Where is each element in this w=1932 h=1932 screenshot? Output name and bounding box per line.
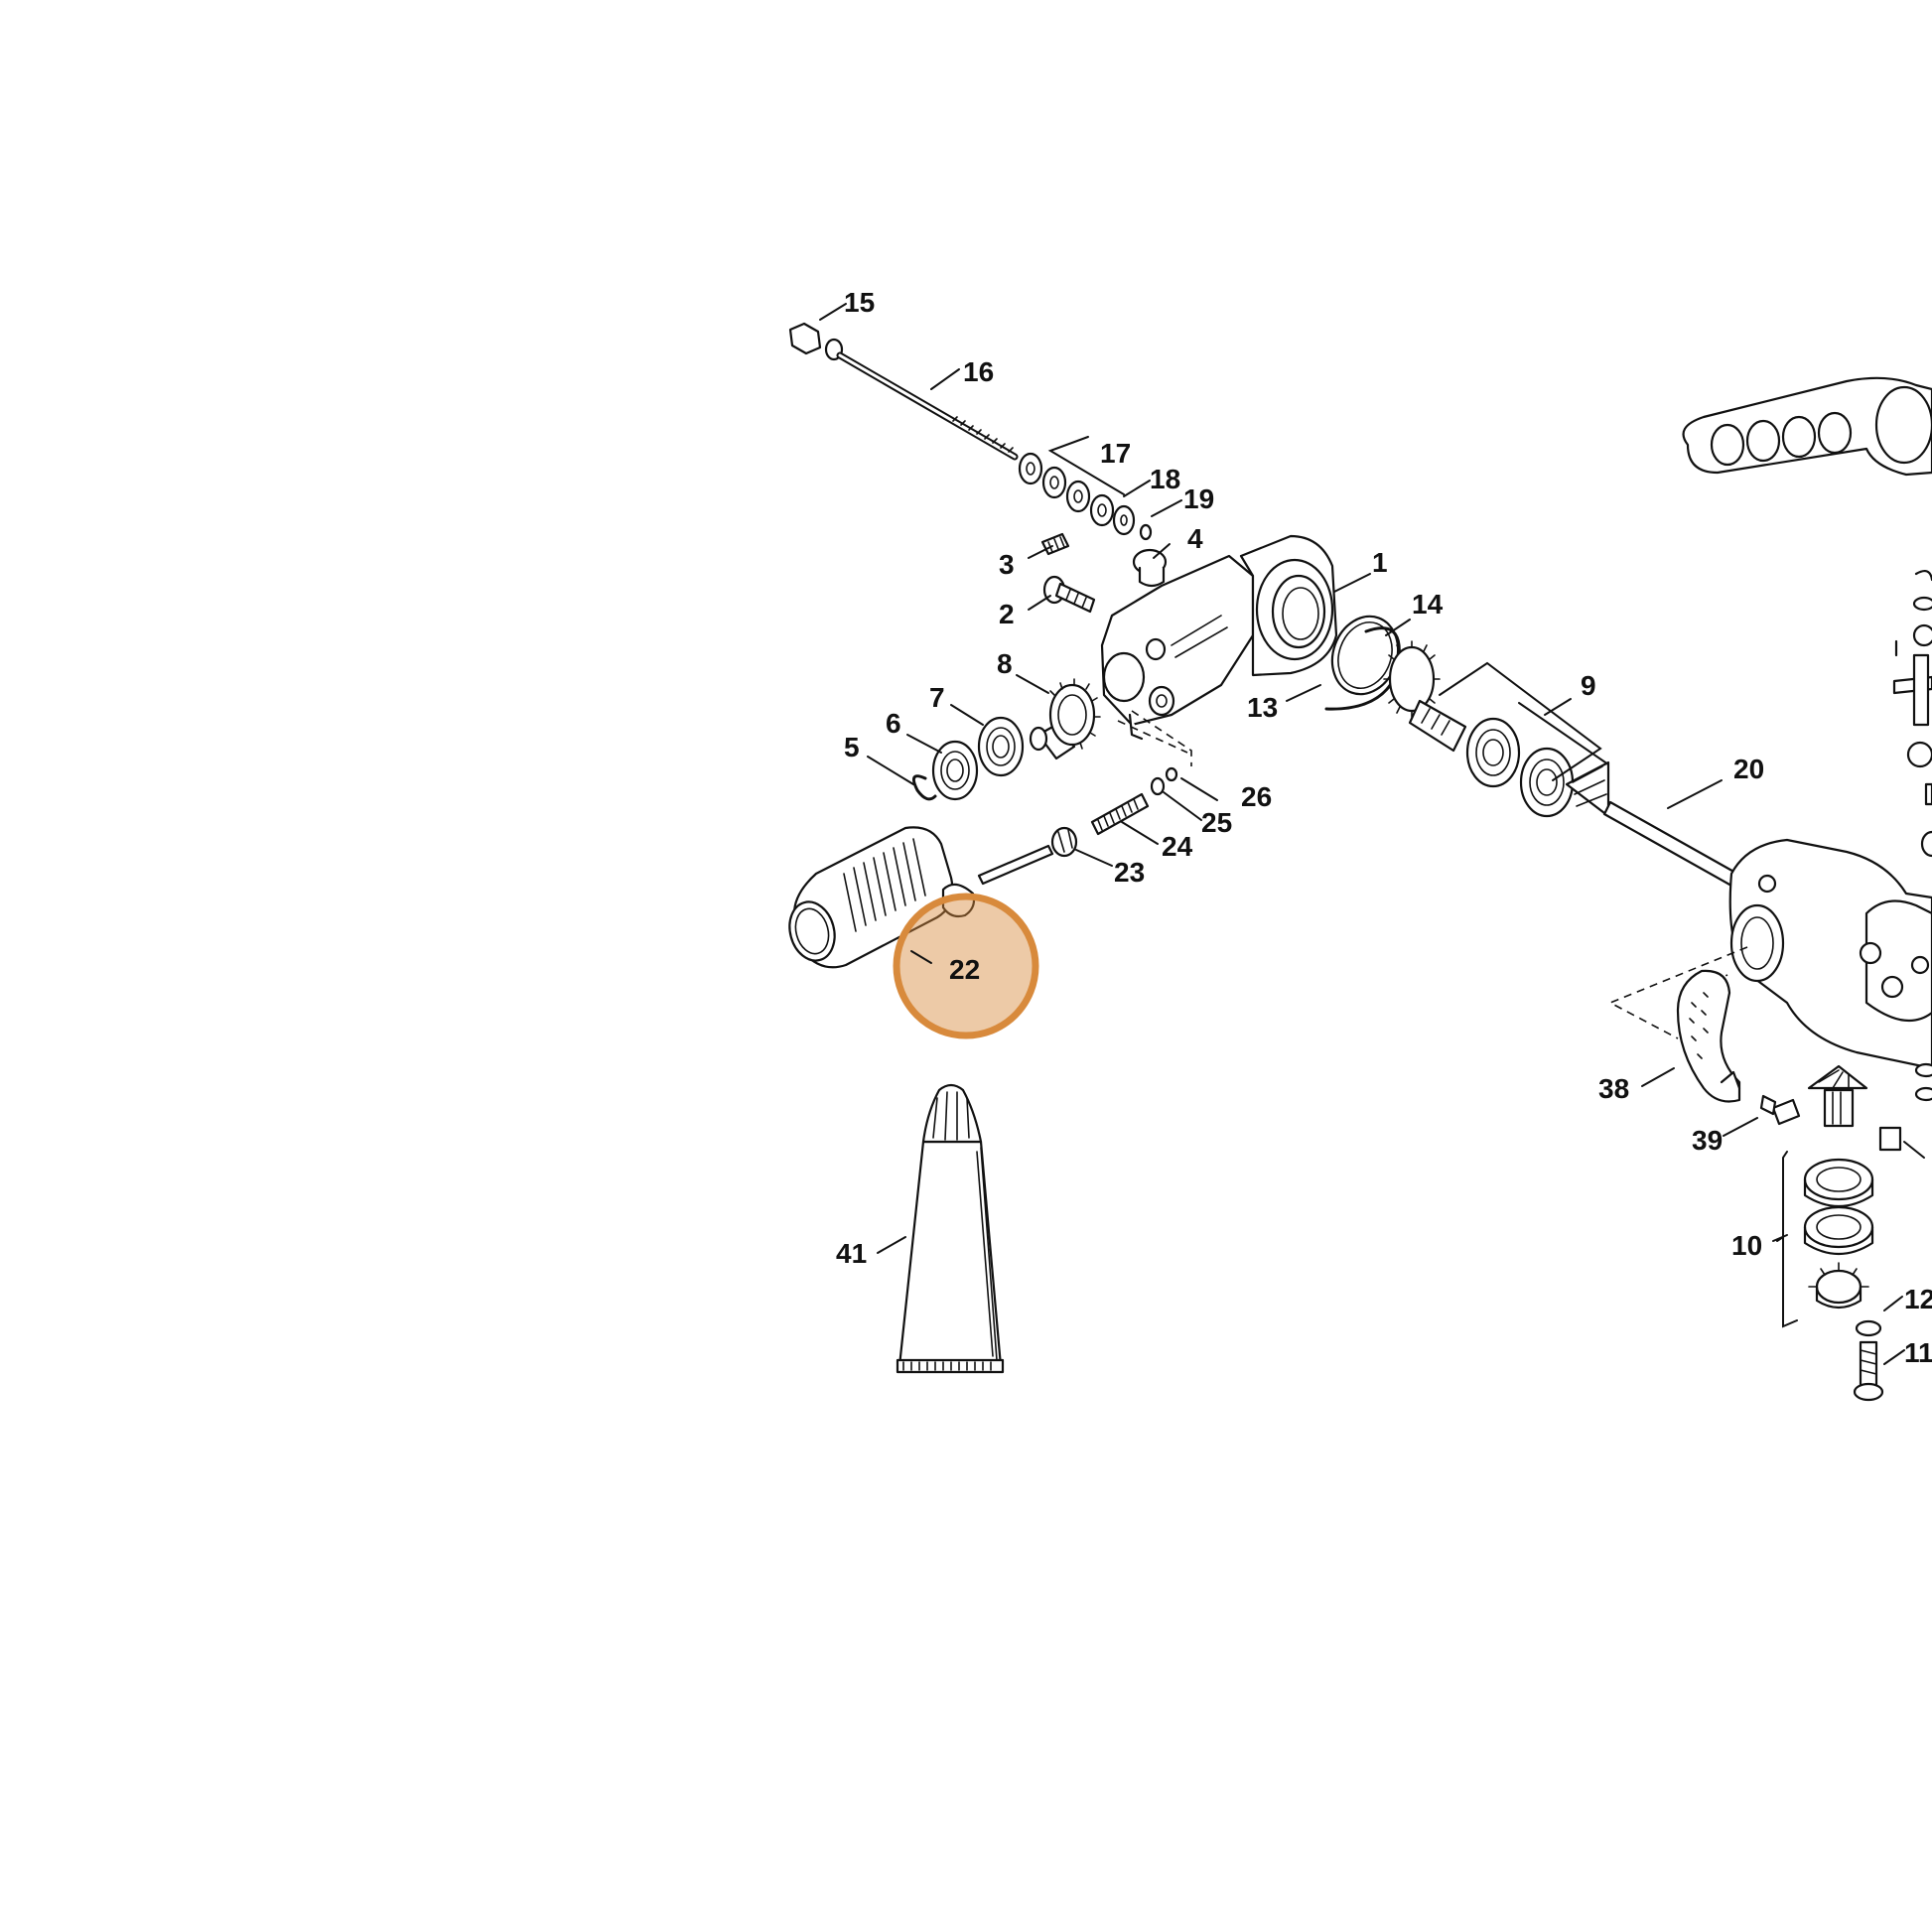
callout-19[interactable]: 19 [1183,483,1214,514]
callout-22[interactable]: 22 [949,954,980,985]
part-11-screw[interactable] [1853,1340,1884,1402]
callout-25[interactable]: 25 [1201,807,1232,838]
part-26-ring[interactable] [1165,766,1178,782]
callout-38[interactable]: 38 [1598,1073,1629,1104]
part-38-cover[interactable] [1676,969,1741,1103]
part-19-ring[interactable] [1139,523,1153,541]
part-10-bearing-a[interactable] [1803,1158,1874,1207]
callout-labels: 15 16 17 18 19 3 2 4 1 14 13 8 7 6 5 9 2… [836,287,1932,1368]
leader-lines [819,303,1925,1365]
part-lower-housing[interactable] [1728,838,1932,1070]
callout-8[interactable]: 8 [997,648,1013,679]
callout-14[interactable]: 14 [1412,589,1444,620]
callout-41[interactable]: 41 [836,1238,867,1269]
part-12-washer[interactable] [1855,1319,1882,1337]
callout-26[interactable]: 26 [1241,781,1272,812]
callout-13[interactable]: 13 [1247,692,1278,723]
callout-7[interactable]: 7 [929,682,945,713]
part-16-rod[interactable] [836,351,1019,461]
part-22-sleeve[interactable] [783,826,976,969]
part-4-plug[interactable] [1132,548,1168,588]
part-14-bevel-gear[interactable] [1383,640,1467,753]
part-2-screw[interactable] [1042,575,1096,614]
part-17-washers[interactable] [1018,452,1115,527]
assembly-line [1117,710,1192,766]
part-41-grease-tube[interactable] [896,1083,1005,1374]
part-handle-lever[interactable] [1682,376,1932,477]
part-right-rings[interactable] [1914,1062,1932,1102]
part-15-nut[interactable] [788,322,844,361]
callout-20[interactable]: 20 [1733,754,1764,784]
part-right-small-parts[interactable] [1892,570,1932,858]
callout-16[interactable]: 16 [963,356,994,387]
part-lower-bevel-gear[interactable] [1807,1064,1868,1128]
callout-10[interactable]: 10 [1731,1230,1762,1261]
callout-2[interactable]: 2 [999,599,1015,629]
part-5-circlip[interactable] [911,774,937,801]
part-8-pinion[interactable] [1029,678,1101,760]
callout-3[interactable]: 3 [999,549,1015,580]
callout-39[interactable]: 39 [1692,1125,1723,1156]
part-23-pin[interactable] [977,826,1078,886]
part-sprocket[interactable] [1808,1262,1869,1310]
part-20-shaft[interactable] [1602,800,1741,889]
part-3-screw[interactable] [1040,532,1070,556]
callout-9[interactable]: 9 [1581,670,1596,701]
part-25-ring[interactable] [1150,776,1166,796]
callout-1[interactable]: 1 [1372,547,1388,578]
part-10-bearing-b[interactable] [1803,1205,1874,1255]
callout-12[interactable]: 12 [1904,1284,1932,1314]
part-39-screw[interactable] [1759,1094,1801,1126]
callout-23[interactable]: 23 [1114,857,1145,888]
part-24-spring[interactable] [1090,792,1150,836]
part-18-washer[interactable] [1112,504,1136,536]
part-pin-right[interactable] [1878,1126,1902,1152]
part-9-bearing-a[interactable] [1465,717,1521,788]
callout-11[interactable]: 11 [1904,1337,1932,1368]
callout-15[interactable]: 15 [844,287,875,318]
part-7-bearing[interactable] [977,716,1025,777]
callout-24[interactable]: 24 [1162,831,1193,862]
part-9-bearing-b[interactable] [1519,747,1575,818]
part-1-gear-housing[interactable] [1100,534,1338,741]
highlight-marker [893,893,1039,1039]
bracket-9 [1439,661,1609,781]
callout-17[interactable]: 17 [1100,438,1131,469]
callout-18[interactable]: 18 [1150,464,1180,494]
callout-5[interactable]: 5 [844,732,860,762]
callout-6[interactable]: 6 [886,708,901,739]
callout-4[interactable]: 4 [1187,523,1203,554]
part-6-bearing[interactable] [931,740,979,801]
part-9-gear[interactable] [1565,760,1610,818]
